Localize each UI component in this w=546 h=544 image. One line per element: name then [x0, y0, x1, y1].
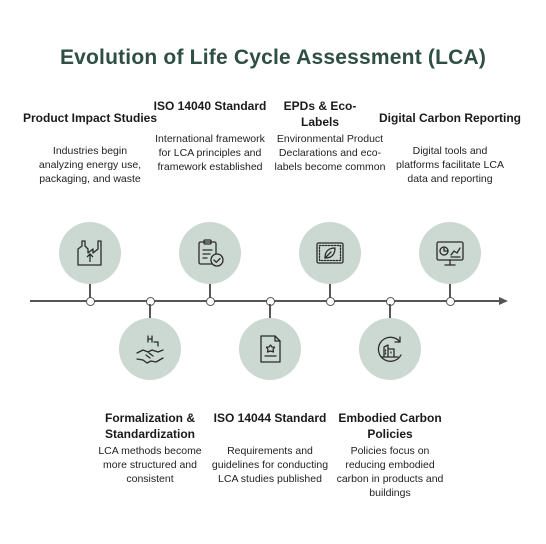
- milestone-description: LCA methods become more structured and c…: [98, 445, 202, 485]
- milestone-heading: ISO 14040 Standard: [153, 99, 267, 113]
- milestone-stem: [149, 304, 151, 318]
- handshake-factory-icon: [136, 335, 164, 364]
- leaf-label-icon: [316, 242, 344, 264]
- factory-icon: [77, 240, 102, 266]
- milestone-stem: [449, 284, 451, 298]
- milestone-heading: Digital Carbon Reporting: [379, 111, 521, 125]
- carbon-building-icon: [377, 336, 402, 362]
- milestone-icon-circle: [239, 318, 301, 380]
- milestone-heading: Formalization & Standardization: [104, 411, 195, 441]
- milestone-description: International framework for LCA principl…: [155, 133, 265, 173]
- milestone-description: Requirements and guidelines for conducti…: [211, 445, 329, 485]
- milestone-icon-circle: [359, 318, 421, 380]
- milestone-icon-circle: [59, 222, 121, 284]
- milestone-icon-circle: [299, 222, 361, 284]
- diagram-title: Evolution of Life Cycle Assessment (LCA): [59, 46, 487, 69]
- milestone-icon-circle: [179, 222, 241, 284]
- certificate-document-icon: [260, 335, 281, 363]
- milestone-icon-circle: [119, 318, 181, 380]
- milestone-stem: [269, 304, 271, 318]
- milestone-description: Industries begin analyzing energy use, p…: [38, 145, 142, 185]
- milestone-stem: [389, 304, 391, 318]
- milestone-icon-circle: [419, 222, 481, 284]
- milestone-heading: Embodied Carbon Policies: [338, 411, 442, 441]
- timeline-arrowhead: [499, 296, 508, 305]
- milestone-description: Environmental Product Declarations and e…: [274, 133, 386, 173]
- milestone-heading: ISO 14044 Standard: [213, 411, 327, 425]
- timeline-axis: [30, 300, 500, 302]
- milestone-stem: [329, 284, 331, 298]
- timeline-dot: [445, 296, 455, 306]
- milestone-stem: [89, 284, 91, 298]
- timeline-dot: [205, 296, 215, 306]
- milestone-description: Policies focus on reducing embodied carb…: [336, 445, 444, 499]
- monitor-chart-icon: [436, 241, 464, 266]
- milestone-heading: Product Impact Studies: [22, 111, 158, 125]
- timeline-dot: [85, 296, 95, 306]
- milestone-description: Digital tools and platforms facilitate L…: [396, 145, 504, 185]
- timeline-dot: [325, 296, 335, 306]
- milestone-heading: EPDs & Eco-Labels: [283, 99, 357, 129]
- clipboard-check-icon: [198, 239, 224, 267]
- milestone-stem: [209, 284, 211, 298]
